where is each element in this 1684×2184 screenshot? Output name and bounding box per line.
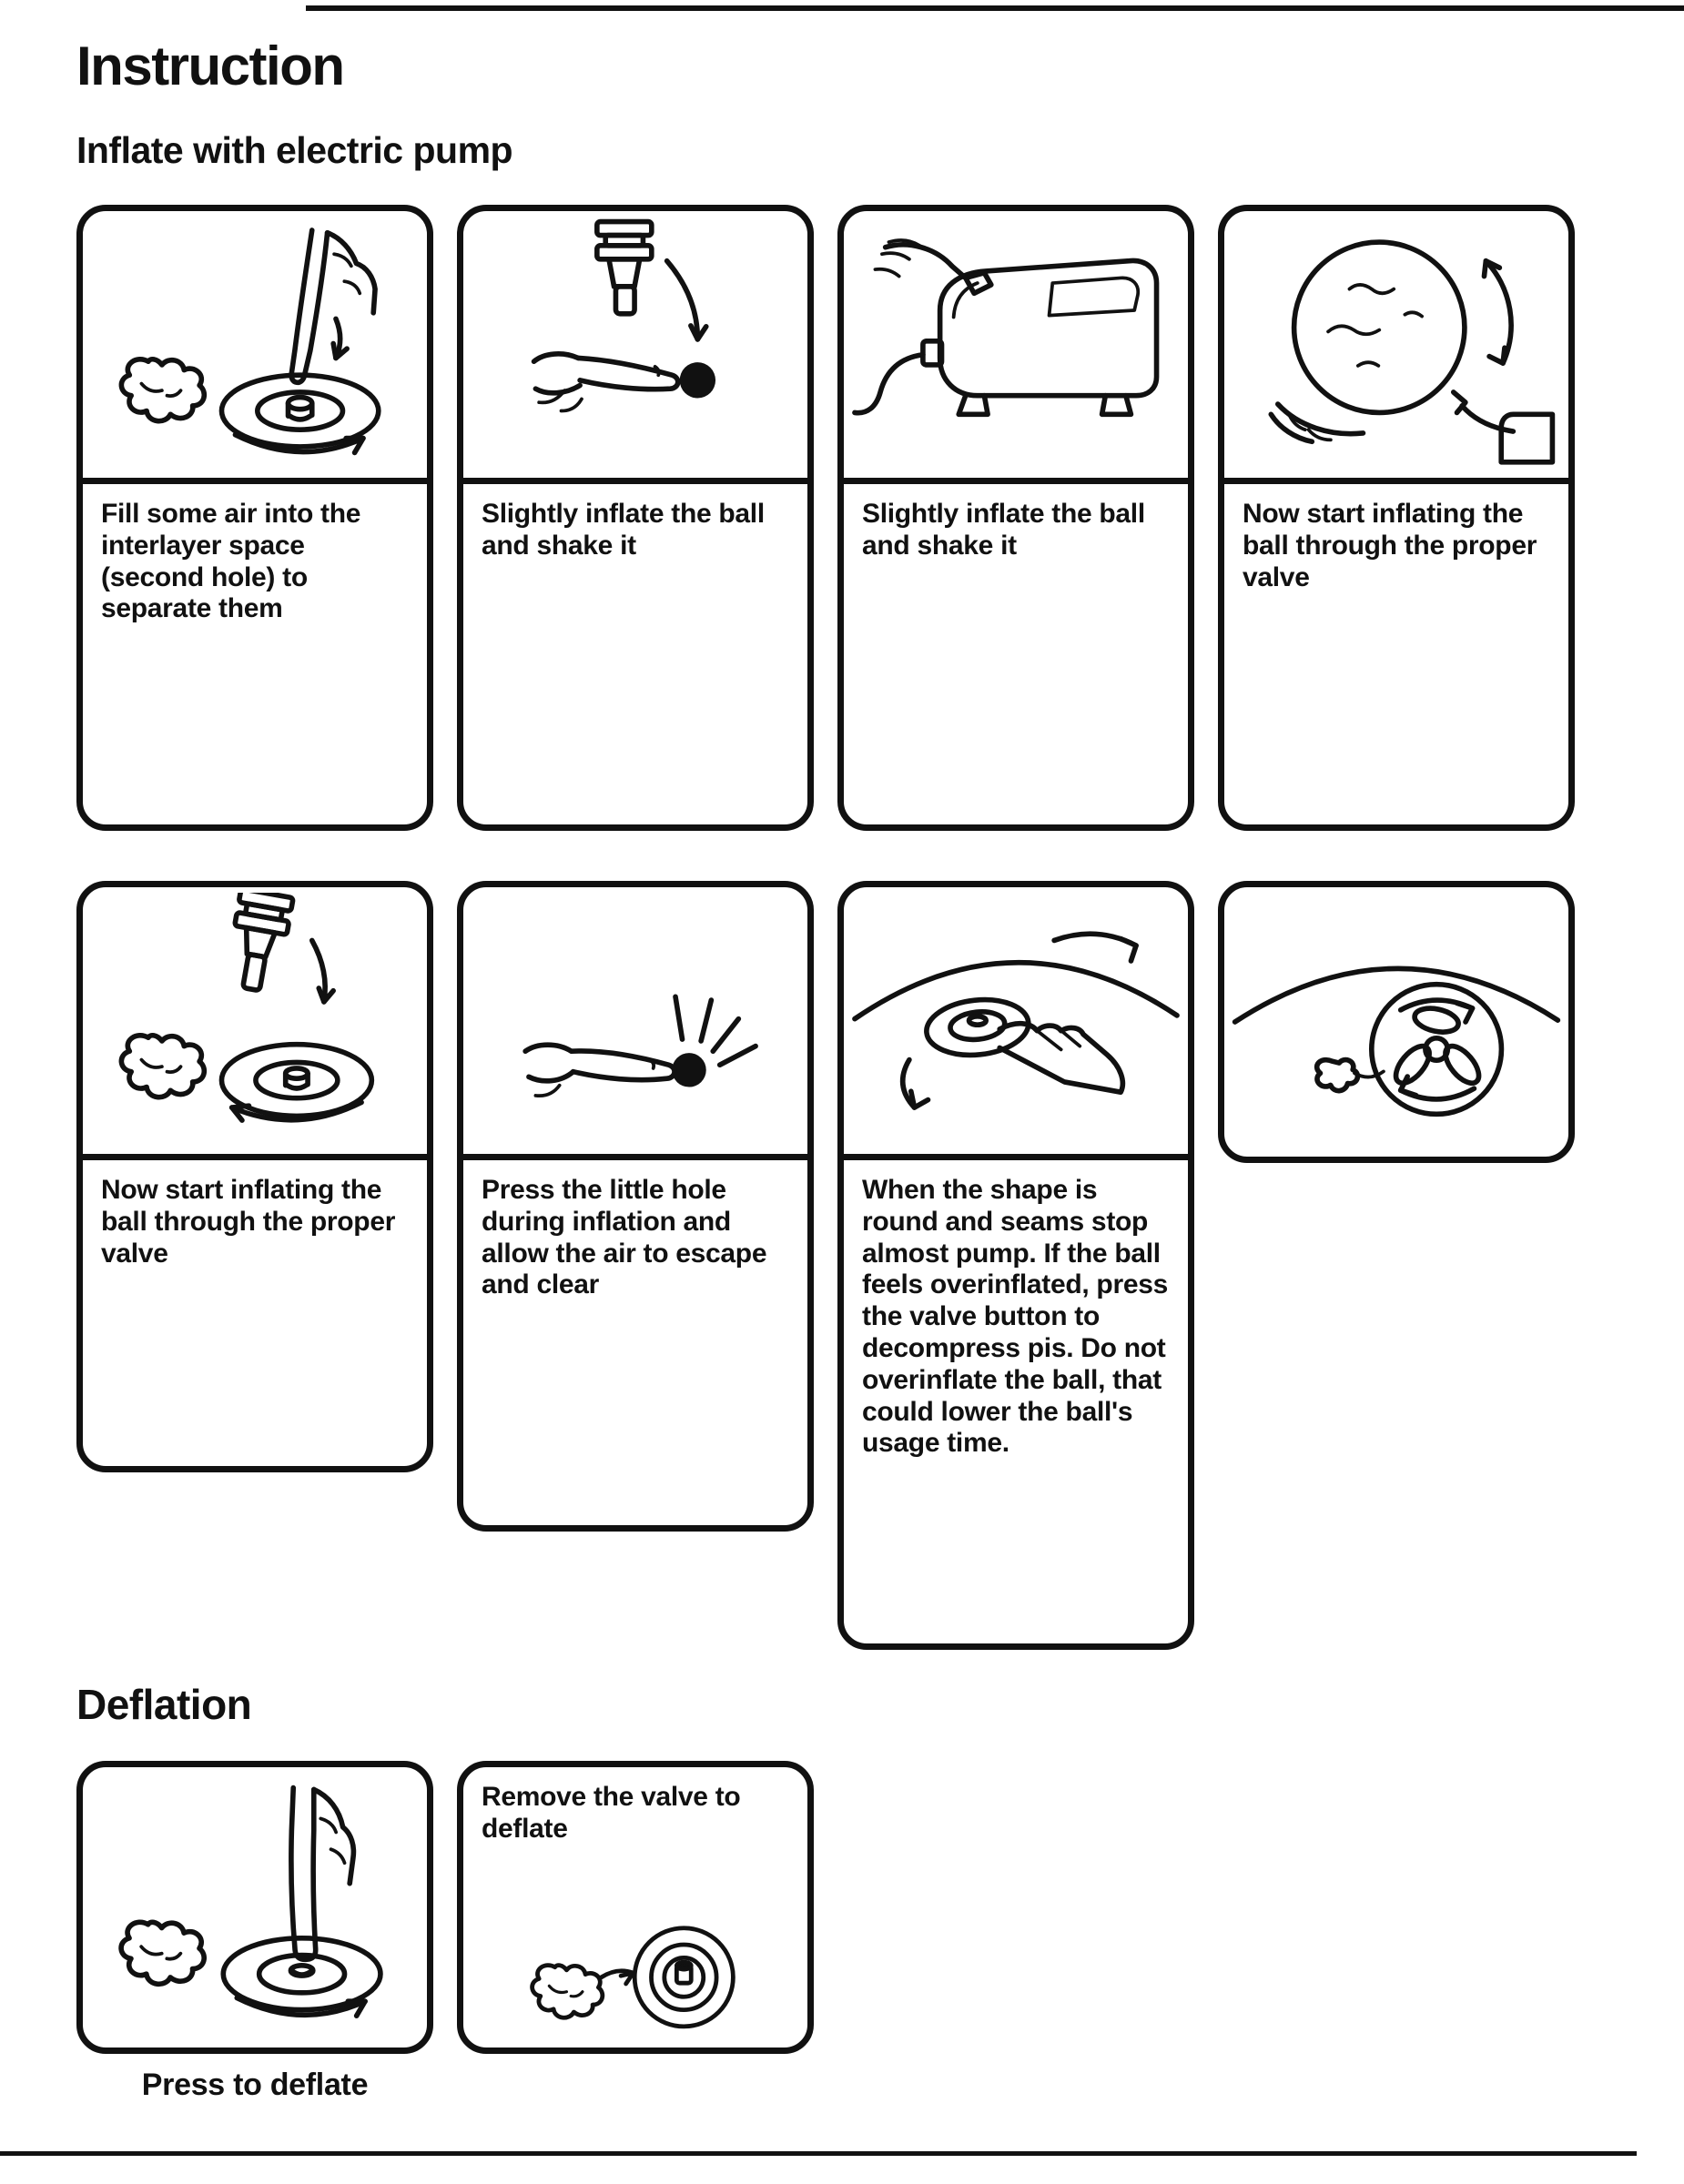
step-6-text: Press the little hole during inflation a… (482, 1175, 767, 1300)
step-panel-6: Press the little hole during inflation a… (457, 881, 814, 1532)
hand-pressing-valve-on-round-ball-illustration (844, 887, 1188, 1160)
deflation-row: Remove the valve to deflate (76, 1761, 814, 2054)
step-3-text: Slightly inflate the ball and shake it (862, 499, 1145, 561)
deflation-section-heading: Deflation (76, 1681, 252, 1728)
press-to-deflate-icon (118, 1785, 383, 2018)
inflate-steps-row-2: Now start inflating the ball through the… (76, 881, 1575, 1650)
inflate-section-heading: Inflate with electric pump (76, 129, 513, 171)
valve-closeup-with-rotation-arrows-illustration (1224, 887, 1568, 1157)
electric-pump-icon (852, 238, 1160, 418)
step-panel-1: Fill some air into the interlayer space … (76, 205, 433, 831)
step-5-text: Now start inflating the ball through the… (101, 1175, 396, 1269)
step-4-text: Now start inflating the ball through the… (1243, 499, 1537, 592)
step-1-text: Fill some air into the interlayer space … (101, 499, 361, 624)
nozzle-into-valve-icon (118, 893, 375, 1123)
inflate-steps-row-1: Fill some air into the interlayer space … (76, 205, 1575, 831)
step-panel-8 (1218, 881, 1575, 1163)
deflation-panel-2: Remove the valve to deflate (457, 1761, 814, 2054)
nozzle-and-hole-icon (531, 218, 716, 413)
step-2-text: Slightly inflate the ball and shake it (482, 499, 765, 561)
valve-closeup-icon (1232, 966, 1561, 1117)
finger-pressing-little-hole-illustration (463, 887, 807, 1160)
step-panel-5: Now start inflating the ball through the… (76, 881, 433, 1472)
electric-pump-machine-illustration (844, 211, 1188, 484)
finger-pressing-valve-with-deflated-ball-illustration (83, 211, 427, 484)
page-top-rule (306, 5, 1684, 11)
valve-removed-concentric-hole-illustration (463, 1847, 807, 2048)
pump-nozzle-into-valve-illustration (83, 887, 427, 1160)
finger-pressing-valve-to-deflate-illustration (83, 1767, 427, 2048)
deflation-panel-1 (76, 1761, 433, 2054)
step-panel-4: Now start inflating the ball through the… (1218, 205, 1575, 831)
pump-nozzle-and-finger-pressing-hole-illustration (463, 211, 807, 484)
step-panel-2: Slightly inflate the ball and shake it (457, 205, 814, 831)
press-to-deflate-caption: Press to deflate (141, 2068, 369, 2102)
press-valve-on-ball-icon (852, 931, 1180, 1110)
step-panel-3: Slightly inflate the ball and shake it (837, 205, 1194, 831)
page-title: Instruction (76, 35, 345, 96)
rotating-ball-icon (1268, 239, 1556, 465)
rotating-ball-with-pump-hose-illustration (1224, 211, 1568, 484)
press-hole-icon (522, 994, 758, 1098)
remove-valve-icon (530, 1925, 735, 2028)
page-bottom-rule (0, 2151, 1637, 2156)
valve-press-icon (118, 228, 381, 456)
step-panel-7: When the shape is round and seams stop a… (837, 881, 1194, 1650)
step-7-text: When the shape is round and seams stop a… (862, 1175, 1168, 1459)
deflation-step-2-text: Remove the valve to deflate (482, 1782, 741, 1844)
